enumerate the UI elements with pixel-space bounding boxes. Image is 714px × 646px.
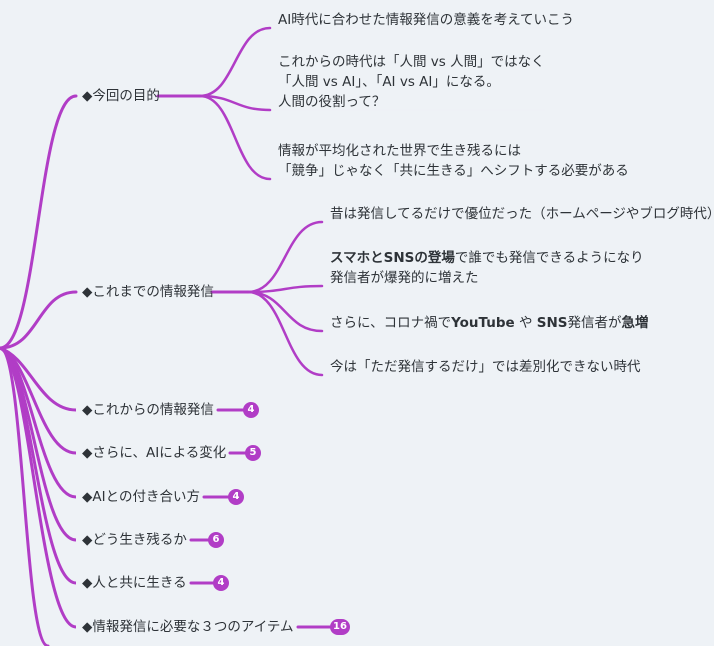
leaf-text: 人間の役割って？ — [278, 94, 386, 110]
leaf-text: 今は「ただ発信するだけ」では差別化できない時代 — [330, 359, 641, 375]
child-connector — [198, 94, 272, 181]
leaf-text: さらに、コロナ禍でYouTube や SNS発信者が急増 — [330, 315, 649, 331]
child-connector — [246, 290, 324, 377]
leaf-text: 昔は発信してるだけで優位だった（ホームページやブログ時代） — [330, 206, 714, 222]
leaf-node[interactable]: 昔は発信してるだけで優位だった（ホームページやブログ時代） — [330, 204, 714, 224]
root-connector — [0, 290, 78, 350]
leaf-node[interactable]: スマホとSNSの登場で誰でも発信できるようになり 発信者が爆発的に増えた — [330, 248, 644, 288]
leaf-text: 情報が平均化された世界で生き残るには — [278, 143, 521, 159]
branch-node-purpose[interactable]: ◆今回の目的 — [82, 88, 160, 104]
leaf-text: 発信者が爆発的に増えた — [330, 270, 479, 286]
collapsed-count-badge[interactable]: 4 — [228, 489, 244, 505]
leaf-text: AI時代に合わせた情報発信の意義を考えていこう — [278, 12, 575, 28]
leaf-node[interactable]: 情報が平均化された世界で生き残るには 「競争」じゃなく「共に生きる」へシフトする… — [278, 141, 629, 181]
branch-node-coexist[interactable]: ◆人と共に生きる — [82, 575, 187, 591]
leaf-node[interactable]: 今は「ただ発信するだけ」では差別化できない時代 — [330, 357, 641, 377]
root-connector — [0, 94, 78, 350]
branch-node-ai-change[interactable]: ◆さらに、AIによる変化 — [82, 445, 227, 461]
collapsed-count-badge[interactable]: 16 — [330, 619, 350, 635]
child-connector — [198, 94, 272, 112]
collapsed-count-badge[interactable]: 4 — [213, 575, 229, 591]
leaf-node[interactable]: さらに、コロナ禍でYouTube や SNS発信者が急増 — [330, 313, 649, 333]
branch-node-future-info[interactable]: ◆これからの情報発信 — [82, 402, 214, 418]
branch-node-ai-relationship[interactable]: ◆AIとの付き合い方 — [82, 489, 200, 505]
leaf-node[interactable]: これからの時代は「人間 vs 人間」ではなく 「人間 vs AI」、「AI vs… — [278, 52, 545, 112]
root-connector — [0, 346, 50, 646]
branch-node-past-info[interactable]: ◆これまでの情報発信 — [82, 284, 214, 300]
collapsed-count-badge[interactable]: 5 — [245, 445, 261, 461]
collapsed-count-badge[interactable]: 6 — [208, 532, 224, 548]
leaf-node[interactable]: AI時代に合わせた情報発信の意義を考えていこう — [278, 10, 574, 30]
collapsed-count-badge[interactable]: 4 — [243, 402, 259, 418]
child-connector — [198, 26, 272, 98]
branch-node-three-items[interactable]: ◆情報発信に必要な３つのアイテム — [82, 619, 294, 635]
root-connector — [0, 346, 77, 629]
child-connector — [246, 290, 324, 333]
leaf-text: 「人間 vs AI」、「AI vs AI」になる。 — [278, 74, 500, 90]
leaf-text: スマホとSNSの登場で誰でも発信できるようになり — [330, 250, 644, 266]
branch-node-survival[interactable]: ◆どう生き残るか — [82, 532, 187, 548]
leaf-text: 「競争」じゃなく「共に生きる」へシフトする必要がある — [278, 163, 629, 179]
child-connector — [246, 220, 324, 294]
leaf-text: これからの時代は「人間 vs 人間」ではなく — [278, 54, 545, 70]
